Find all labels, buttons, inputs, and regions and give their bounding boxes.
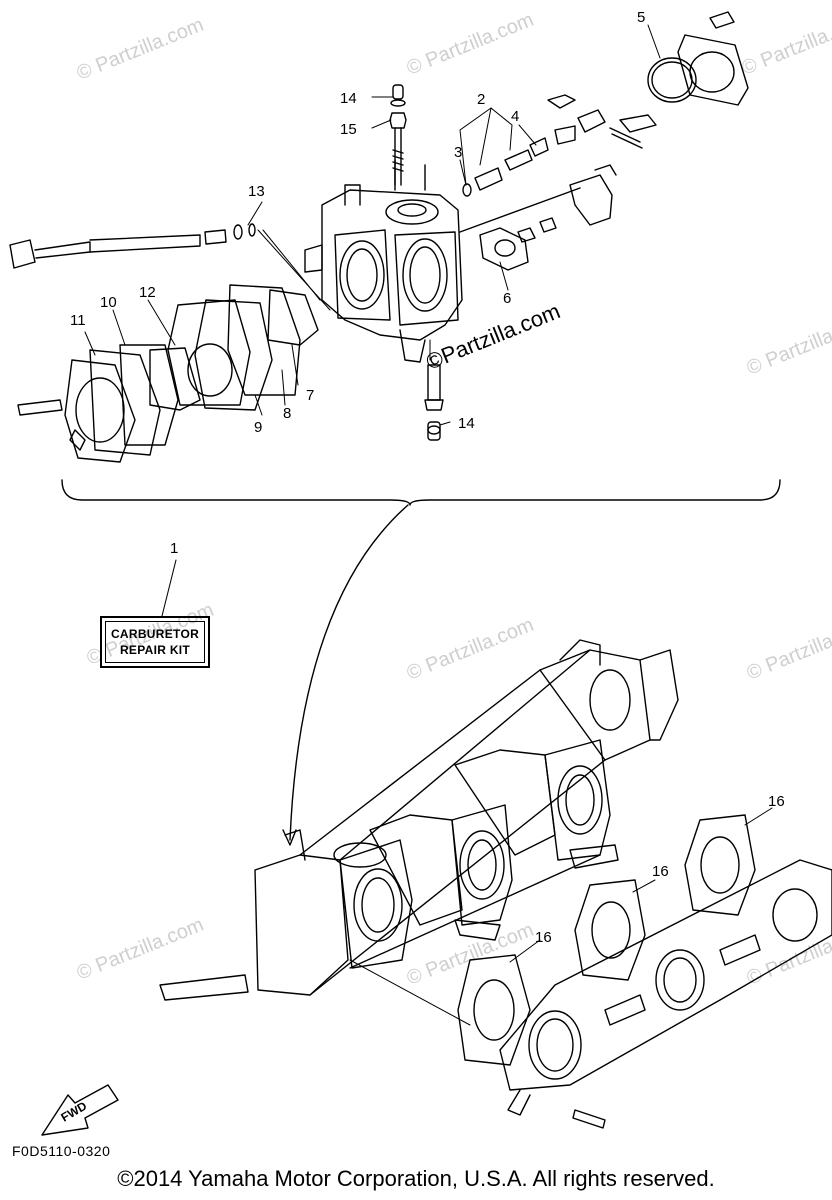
- watermark: © Partzilla.com: [744, 309, 832, 380]
- callout-16-c: 16: [535, 929, 552, 946]
- callouts: 1 2 3 4 5 6 7 8 9 10 11 12 13 14 14 15 1…: [70, 9, 785, 946]
- repair-kit-box: CARBURETOR REPAIR KIT: [100, 616, 210, 668]
- watermark: © Partzilla.com: [74, 914, 207, 985]
- leader-lines-top: [84, 24, 661, 426]
- callout-14-top: 14: [340, 90, 357, 107]
- throttle-shaft: [9, 223, 256, 269]
- repair-kit-line2: REPAIR KIT: [119, 643, 191, 657]
- fwd-arrow: [41, 1084, 119, 1136]
- repair-kit-label: CARBURETOR REPAIR KIT: [105, 621, 205, 663]
- assembly-arrow: [289, 504, 409, 841]
- watermark: © Partzilla.com: [404, 614, 537, 685]
- diagram-code: F0D5110-0320: [12, 1143, 111, 1159]
- callout-7: 7: [306, 387, 314, 404]
- watermarks: © Partzilla.com © Partzilla.com © Partzi…: [74, 9, 832, 990]
- callout-5: 5: [637, 9, 645, 26]
- callout-10: 10: [100, 294, 117, 311]
- watermark: © Partzilla.com: [404, 9, 537, 80]
- carburetor-assembly: [159, 639, 679, 1001]
- copyright-notice: ©2014 Yamaha Motor Corporation, U.S.A. A…: [117, 1166, 715, 1191]
- group-bracket: [61, 479, 781, 506]
- callout-11: 11: [70, 312, 86, 329]
- callout-2: 2: [477, 91, 485, 108]
- callout-1: 1: [170, 540, 178, 557]
- diaphragm-5-cover: [647, 11, 749, 106]
- repair-kit-line1: CARBURETOR: [110, 627, 200, 641]
- gaskets-16: [349, 807, 773, 1066]
- carburetor-body-exploded: [304, 159, 463, 363]
- watermark: © Partzilla.com: [74, 14, 207, 85]
- needle-jet-15: [389, 84, 407, 186]
- callout-16-a: 16: [768, 793, 785, 810]
- callout-9: 9: [254, 419, 262, 436]
- callout-8: 8: [283, 405, 291, 422]
- callout-15: 15: [340, 121, 357, 138]
- intake-manifold: [499, 859, 832, 1129]
- jets-2-3: [462, 149, 533, 197]
- callout-6: 6: [503, 290, 511, 307]
- callout-12: 12: [139, 284, 156, 301]
- callout-14-bottom: 14: [458, 415, 475, 432]
- callout-16-b: 16: [652, 863, 669, 880]
- cover-stack: [17, 284, 319, 463]
- callout-13: 13: [248, 183, 265, 200]
- watermark: © Partzilla.com: [739, 9, 832, 80]
- watermark: © Partzilla.com: [744, 614, 832, 685]
- watermark: © Partzilla.com: [404, 919, 537, 990]
- watermark-main: ©Partzilla.com: [423, 298, 564, 374]
- leader-line-1: [161, 559, 177, 617]
- gasket-6: [459, 187, 581, 271]
- linkage-parts: [529, 94, 657, 226]
- callout-4: 4: [511, 108, 519, 125]
- callout-3: 3: [454, 144, 462, 161]
- bottom-jet-14: [424, 364, 444, 441]
